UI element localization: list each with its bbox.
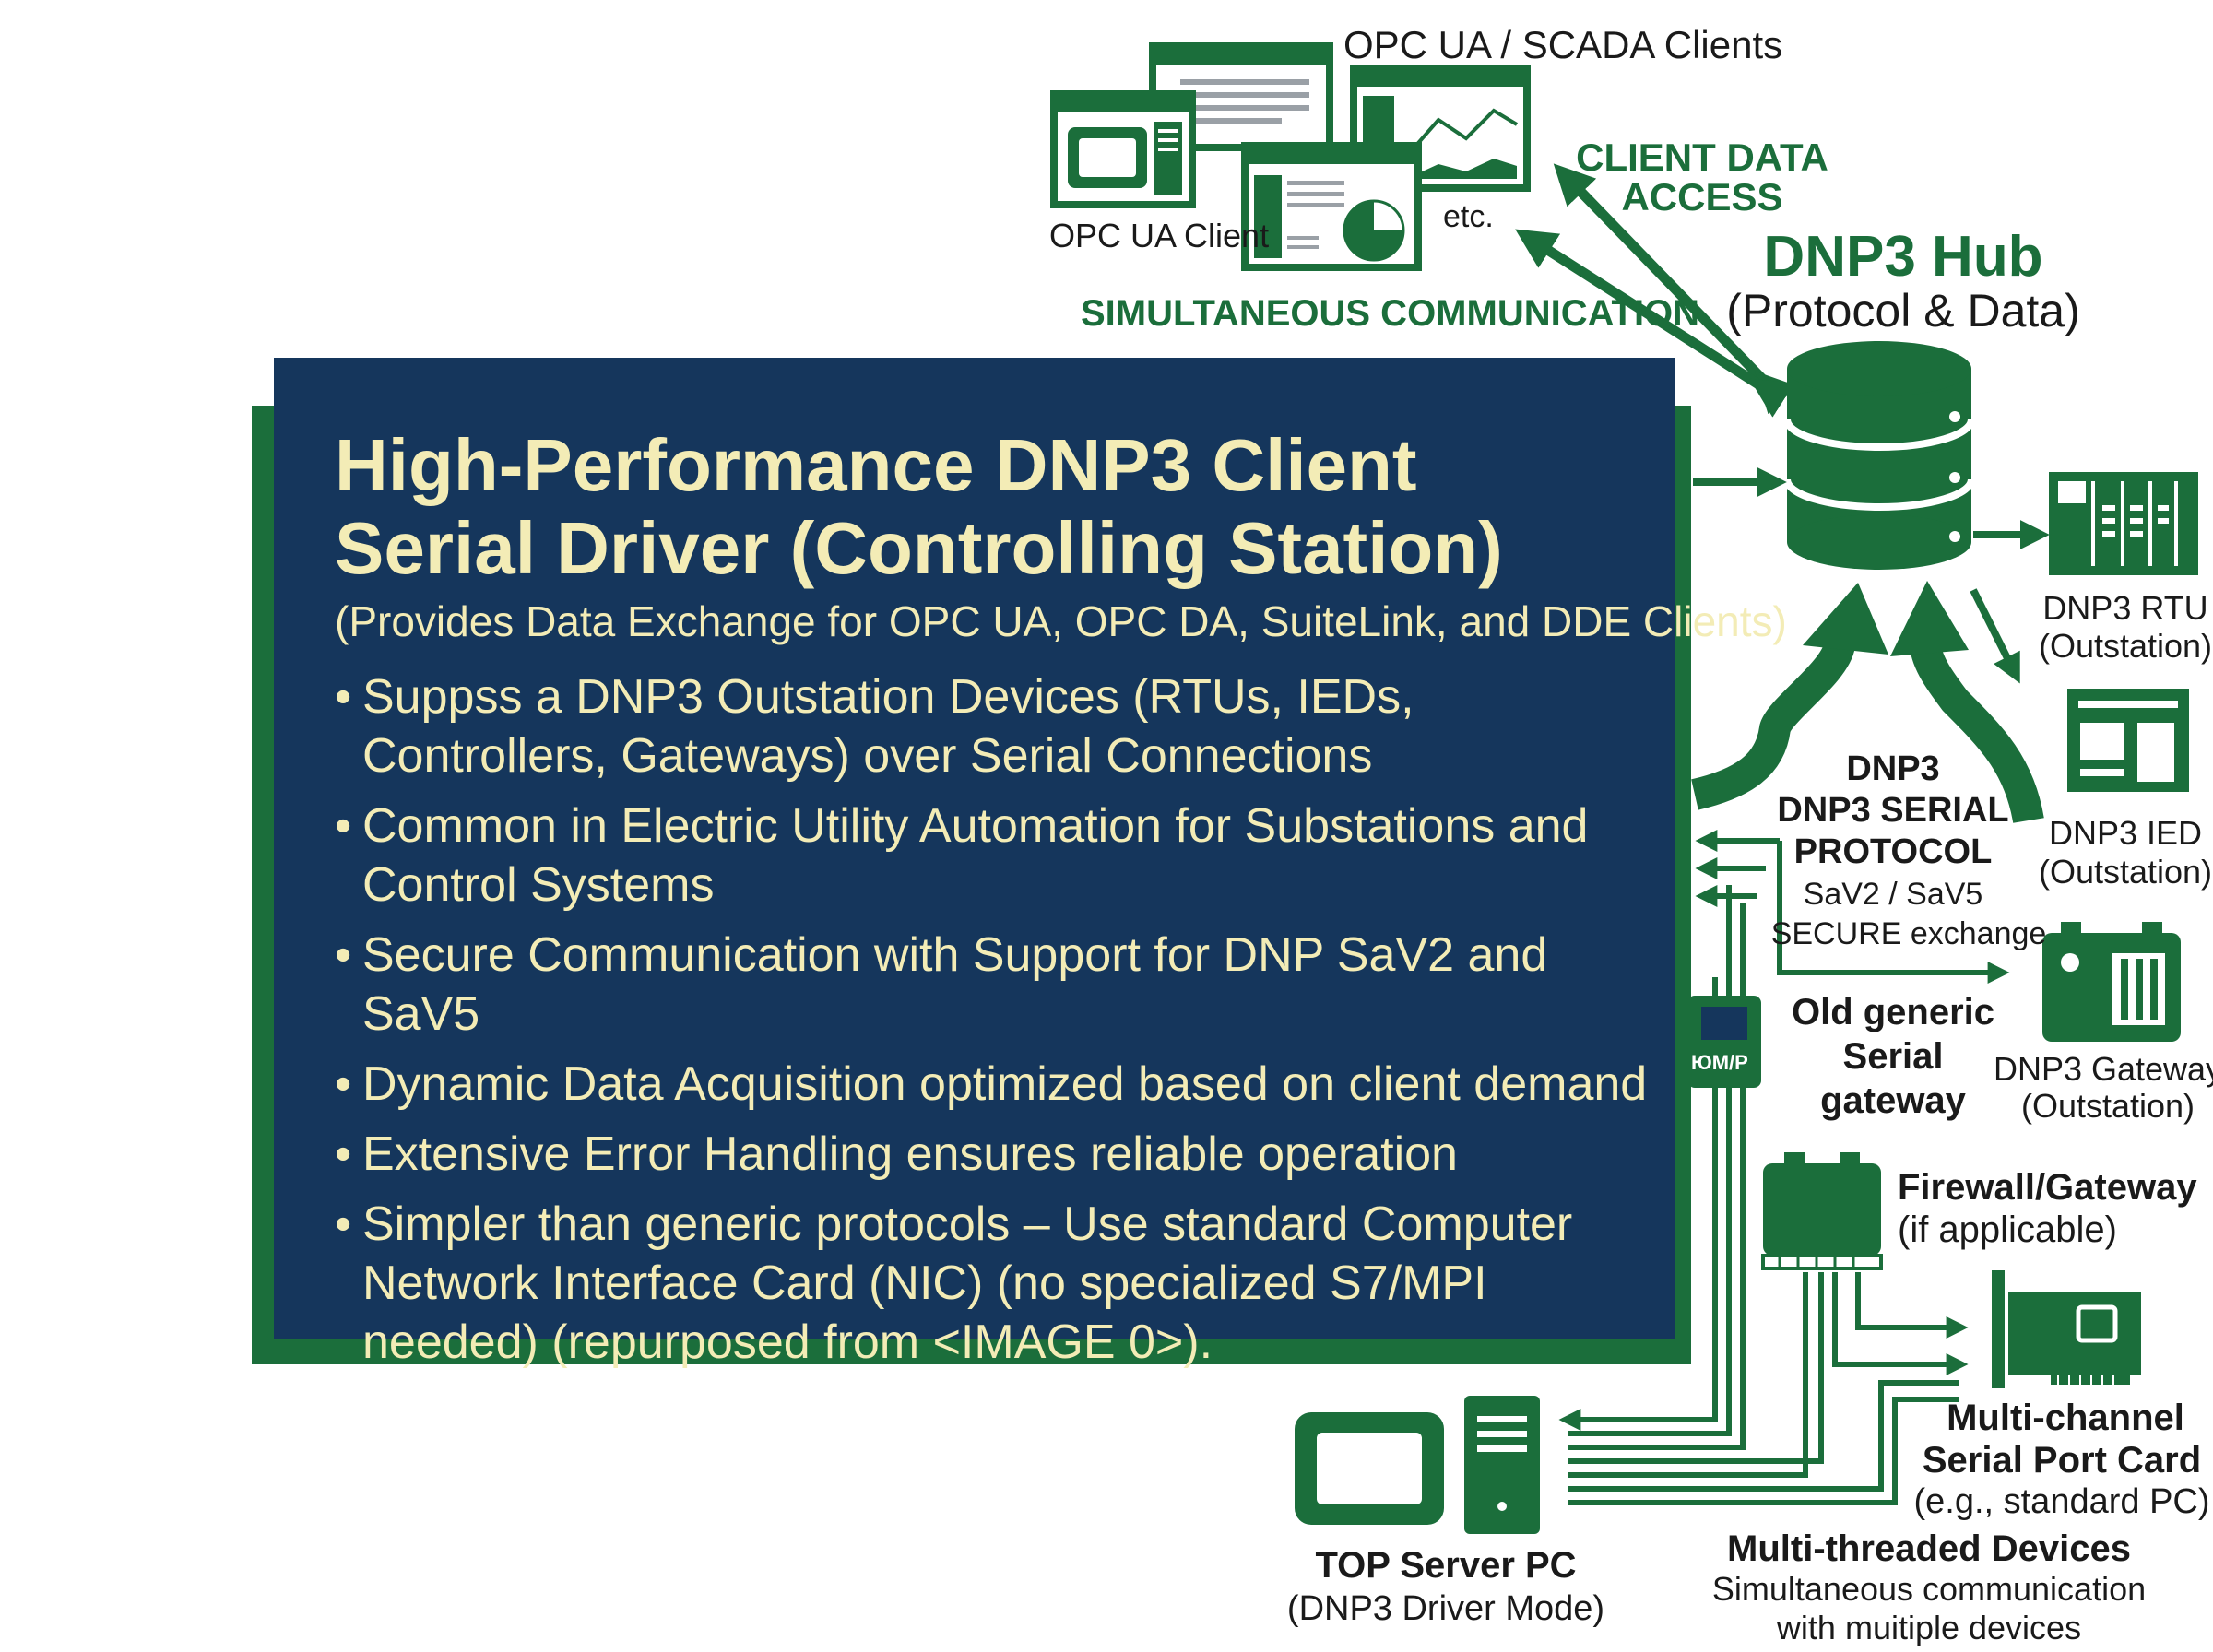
- dnp3-rtu-icon: [2049, 472, 2198, 575]
- serial-jack-icon: [1687, 996, 1761, 1088]
- protocol-label-line5: SECURE exchange: [1770, 916, 2047, 951]
- dnp3-hub-database-icon: [1783, 341, 1975, 570]
- client-data-access-arrows: [1515, 163, 1798, 418]
- protocol-label-line4: SaV2 / SaV5: [1803, 877, 1983, 912]
- serial-card-label-line3: (e.g., standard PC): [1913, 1482, 2210, 1521]
- client-data-access-line1: CLIENT DATA: [1576, 136, 1828, 179]
- hub-outstation-arrows: [1970, 520, 2050, 684]
- old-gateway-label-line1: Old generic: [1791, 992, 1995, 1032]
- pie-chart-window-icon: [1241, 142, 1422, 271]
- hub-subtitle: (Protocol & Data): [1726, 285, 2080, 336]
- bullet-electric-utility: Common in Electric Utility Automation fo…: [335, 796, 1672, 914]
- gateway-device-label-line1: DNP3 Gateway: [1993, 1050, 2213, 1088]
- serial-jack-label: ЮМ/Р: [1691, 1051, 1748, 1074]
- panel-bullet-list: Suppss a DNP3 Outstation Devices (RTUs, …: [335, 667, 1675, 1372]
- bullet-secure-communication: Secure Communication with Support for DN…: [335, 926, 1672, 1044]
- card-link-arrows: [1832, 1272, 1969, 1375]
- etc-label: etc.: [1443, 199, 1494, 234]
- firewall-label-line2: (if applicable): [1898, 1210, 2117, 1250]
- opc-ua-client-window-icon: [1050, 90, 1196, 208]
- protocol-label-line3: PROTOCOL: [1793, 832, 1993, 871]
- rtu-label-line2: (Outstation): [2038, 627, 2213, 665]
- bullet-dynamic-data: Dynamic Data Acquisition optimized based…: [335, 1055, 1672, 1114]
- dnp3-gateway-device-icon: [2042, 922, 2181, 1042]
- ied-label-line2: (Outstation): [2038, 853, 2213, 891]
- trend-chart-window-icon: [1350, 65, 1531, 192]
- server-label-line1: TOP Server PC: [1315, 1545, 1577, 1586]
- bullet-outstation-devices: Suppss a DNP3 Outstation Devices (RTUs, …: [335, 667, 1672, 785]
- protocol-label-line1: DNP3: [1846, 749, 1940, 788]
- serial-flow-arrowheads: [1803, 581, 1969, 656]
- firewall-label-line1: Firewall/Gateway: [1898, 1167, 2197, 1208]
- opc-ua-client-label: OPC UA Client: [1049, 217, 1270, 254]
- firewall-gateway-icon: [1761, 1152, 1883, 1270]
- multithread-label-line3: with muitiple devices: [1776, 1609, 2082, 1646]
- top-server-pc-icon: [1295, 1396, 1540, 1534]
- protocol-label-line2: DNP3 SERIAL: [1777, 791, 2009, 830]
- serial-card-label-line1: Multi-channel: [1947, 1398, 2184, 1438]
- clients-title: OPC UA / SCADA Clients: [1343, 23, 1783, 66]
- multithread-label-line2: Simultaneous communication: [1711, 1570, 2147, 1608]
- old-gateway-label-line3: gateway: [1820, 1080, 1966, 1121]
- serial-card-label-line2: Serial Port Card: [1922, 1440, 2202, 1481]
- dnp3-ied-icon: [2067, 689, 2189, 792]
- hub-title: DNP3 Hub: [1763, 225, 2043, 289]
- server-label-line2: (DNP3 Driver Mode): [1286, 1589, 1605, 1628]
- client-data-access-line2: ACCESS: [1621, 175, 1783, 218]
- old-gateway-label-line2: Serial: [1842, 1036, 1944, 1077]
- panel-subtitle: (Provides Data Exchange for OPC UA, OPC …: [335, 597, 1787, 645]
- bullet-error-handling: Extensive Error Handling ensures reliabl…: [335, 1125, 1672, 1184]
- gateway-device-label-line2: (Outstation): [2020, 1087, 2195, 1125]
- serial-port-card-icon: [1992, 1270, 2141, 1388]
- rtu-label-line1: DNP3 RTU: [2042, 589, 2208, 627]
- bullet-standard-nic: Simpler than generic protocols – Use sta…: [335, 1195, 1672, 1372]
- ied-label-line1: DNP3 IED: [2048, 814, 2203, 852]
- panel-title: High-Performance DNP3 Client Serial Driv…: [335, 424, 1503, 589]
- driver-description-panel: High-Performance DNP3 Client Serial Driv…: [274, 358, 1787, 1369]
- simultaneous-communication-label: SIMULTANEOUS COMMUNICATION: [1081, 293, 1700, 334]
- card-to-server-lines: [1568, 1272, 1959, 1505]
- serial-flow-arrows: [1690, 641, 2044, 824]
- multithread-label-line1: Multi-threaded Devices: [1727, 1528, 2131, 1569]
